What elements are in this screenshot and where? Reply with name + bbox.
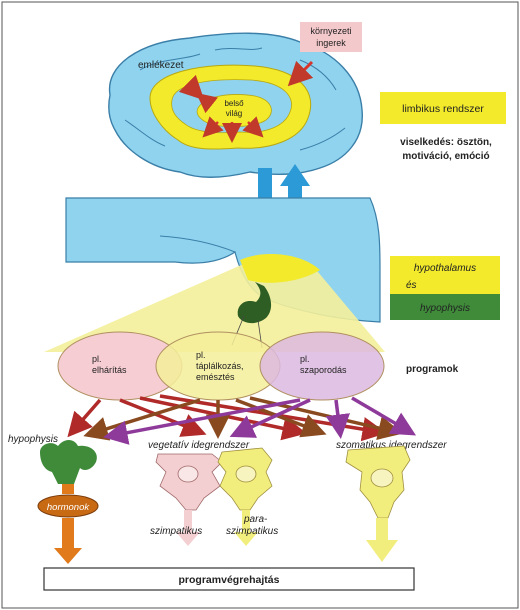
program-nutrition-label-3: emésztés — [196, 372, 235, 382]
behavior-label-2: motiváció, emóció — [402, 151, 489, 162]
behavior-label-1: viselkedés: ösztön, — [400, 137, 492, 148]
program-reproduction-label-1: pl. — [300, 354, 310, 364]
program-reproduction-label-2: szaporodás — [300, 365, 347, 375]
execution-label: programvégrehajtás — [179, 574, 280, 586]
memory-label: emlékezet — [138, 60, 184, 71]
inner-world-label-1: belső — [224, 99, 244, 108]
hormones-label: hormonok — [47, 502, 90, 513]
parasympathetic-label-1: para- — [243, 514, 268, 525]
parasympathetic-label-2: szimpatikus — [226, 526, 278, 537]
inner-world-label-2: világ — [226, 109, 242, 118]
vegetative-label: vegetatív idegrendszer — [148, 440, 250, 451]
program-nutrition-label-1: pl. — [196, 350, 206, 360]
program-defense-label-2: elhárítás — [92, 365, 127, 375]
sympathetic-label: szimpatikus — [150, 526, 202, 537]
hypophysis-left-gland — [40, 440, 97, 484]
env-stimuli-label-2: ingerek — [316, 38, 346, 48]
program-arrows — [72, 396, 410, 436]
hypophysis-box-label: hypophysis — [420, 303, 470, 314]
limbic-system-label: limbikus rendszer — [402, 103, 484, 115]
program-nutrition-label-2: táplálkozás, — [196, 361, 244, 371]
program-defense-label-1: pl. — [92, 354, 102, 364]
env-stimuli-label-1: környezeti — [310, 26, 351, 36]
and-label: és — [406, 280, 417, 291]
hormones-down-arrow — [54, 548, 82, 564]
programs-label: programok — [406, 364, 459, 375]
hypothalamus-label: hypothalamus — [414, 263, 476, 274]
